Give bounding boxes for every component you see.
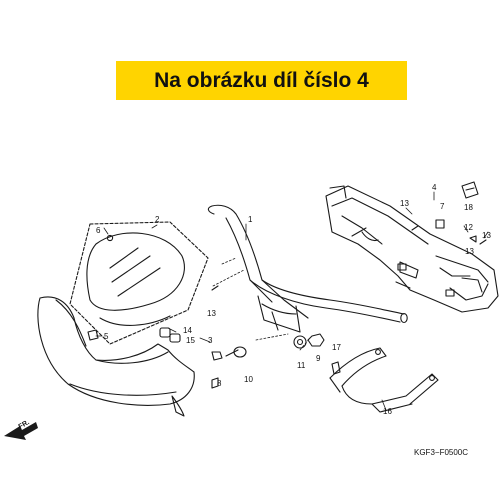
stay-bracket-drawing — [329, 347, 439, 413]
callout-leaders — [95, 191, 489, 411]
drawing-code: KGF3−F0500C — [414, 448, 468, 457]
callout-13d: 13 — [465, 247, 474, 256]
callout-9: 9 — [316, 354, 321, 363]
callout-13c: 13 — [482, 231, 491, 240]
callout-8: 8 — [217, 379, 222, 388]
part-number-banner: Na obrázku díl číslo 4 — [116, 61, 407, 100]
callout-15: 15 — [186, 336, 195, 345]
callout-4: 4 — [432, 183, 437, 192]
callout-5: 5 — [104, 332, 109, 341]
windscreen-drawing — [69, 221, 209, 345]
callout-14: 14 — [183, 326, 192, 335]
handlebar-drawing — [207, 204, 408, 333]
callout-10: 10 — [244, 375, 253, 384]
callout-13a: 13 — [207, 309, 216, 318]
part-18-icon — [461, 181, 479, 199]
front-cowl-drawing — [37, 296, 195, 417]
callout-18: 18 — [464, 203, 473, 212]
clip-5-icon — [87, 329, 99, 341]
callout-3: 3 — [208, 336, 213, 345]
screw-6-icon — [106, 234, 114, 242]
meter-panel-drawing — [325, 185, 499, 313]
callout-1: 1 — [248, 215, 253, 224]
callout-7: 7 — [440, 202, 445, 211]
callout-labels: 1 2 3 4 5 6 7 8 9 10 11 12 13 13 13 13 1… — [18, 183, 492, 457]
front-direction-arrow — [4, 422, 38, 440]
small-parts — [159, 225, 487, 389]
callout-17: 17 — [332, 343, 341, 352]
callout-16: 16 — [383, 407, 392, 416]
callout-6: 6 — [96, 226, 101, 235]
callout-13b: 13 — [400, 199, 409, 208]
part-7-icon — [435, 219, 445, 229]
callout-2: 2 — [155, 215, 160, 224]
callout-11: 11 — [297, 361, 306, 370]
callout-12: 12 — [464, 223, 473, 232]
banner-text: Na obrázku díl číslo 4 — [154, 68, 369, 92]
fr-label: FR. — [18, 419, 31, 431]
